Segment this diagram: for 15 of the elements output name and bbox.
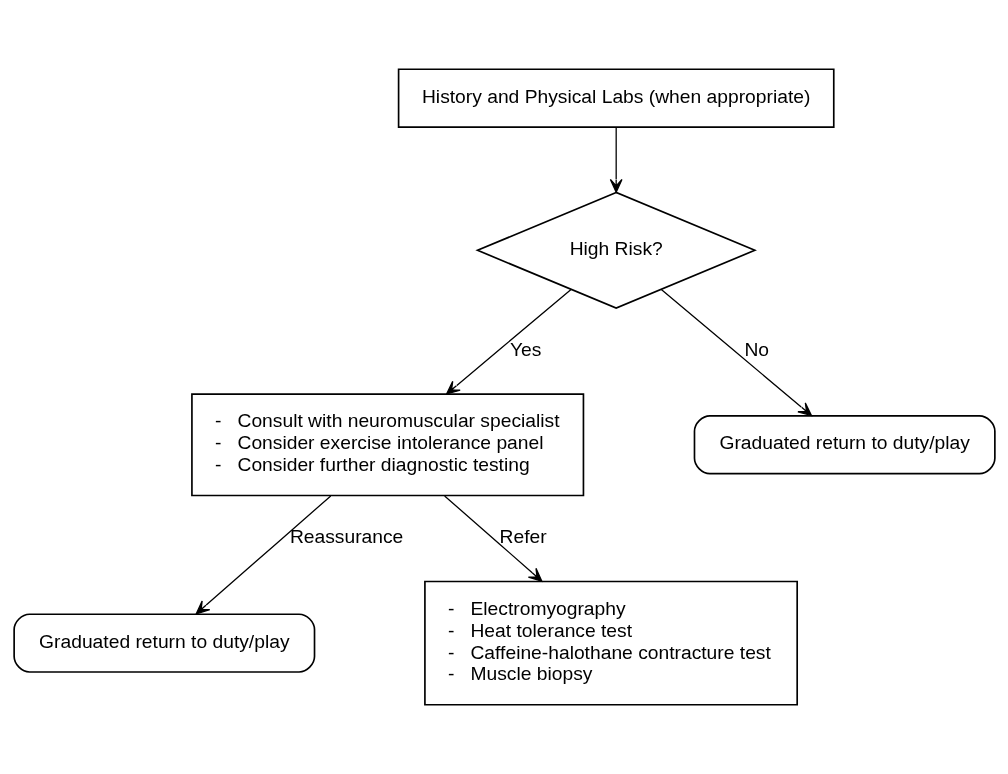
edge-label: Yes bbox=[509, 338, 541, 360]
arrow bbox=[609, 126, 623, 193]
arrow bbox=[443, 495, 542, 582]
arrow bbox=[445, 288, 572, 395]
edge-label: No bbox=[743, 338, 769, 360]
node-diamond: High Risk? bbox=[474, 191, 757, 309]
node-box: History and Physical Labs (when appropriate) bbox=[397, 68, 835, 128]
node-box: Graduated return to duty/play bbox=[693, 415, 996, 475]
node-box: Graduated return to duty/play bbox=[12, 613, 315, 673]
arrow bbox=[195, 495, 331, 615]
edge-label: Reassurance bbox=[289, 525, 403, 547]
node-box: - Consult with neuromuscular specialist - Consider exercise intolerance panel - Consider further diagnostic testing bbox=[190, 393, 584, 497]
node-box: - Electromyography - Heat tolerance test - Caffeine-halothane contracture test - Muscle biopsy bbox=[423, 580, 798, 706]
arrow bbox=[660, 288, 812, 417]
edge-label: Refer bbox=[499, 525, 547, 547]
